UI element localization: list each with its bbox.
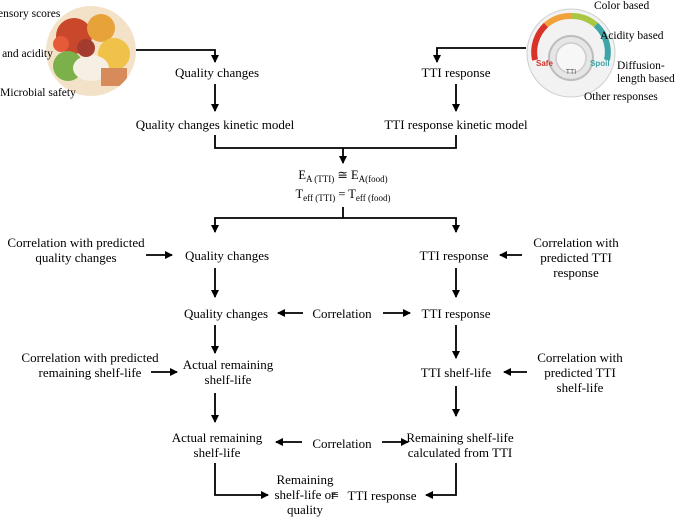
- label-ph-acidity: pH and acidity: [0, 48, 53, 60]
- node-remaining-calc-tti: Remaining shelf-life calculated from TTI: [406, 430, 514, 460]
- node-actual-remaining-1: Actual remaining shelf-life: [182, 357, 274, 387]
- node-tti-response-bottom: TTI response: [347, 488, 417, 503]
- label-correlation-2: Correlation: [312, 436, 372, 451]
- input-corr-pred-tti-shelf: Correlation with predicted TTI shelf-lif…: [537, 350, 623, 395]
- label-microbial-safety: Microbial safety: [0, 87, 76, 99]
- label-diffusion-based: Diffusion-length based: [617, 60, 675, 85]
- node-remaining-or-quality: Remaining shelf-life or quality: [274, 472, 336, 517]
- node-tti-response-2: TTI response: [419, 248, 489, 263]
- label-correlation-1: Correlation: [312, 306, 372, 321]
- input-corr-pred-quality: Correlation with predicted quality chang…: [7, 235, 145, 265]
- node-tti-shelf-life: TTI shelf-life: [420, 365, 492, 380]
- node-quality-changes-top: Quality changes: [174, 65, 260, 80]
- input-corr-pred-tti-response: Correlation with predicted TTI response: [533, 235, 619, 280]
- node-tti-kinetic-model: TTI response kinetic model: [384, 117, 528, 132]
- svg-text:Safe: Safe: [536, 59, 553, 68]
- tti-dial-image: TTI Safe Spoil: [526, 8, 616, 98]
- node-quality-changes-3: Quality changes: [183, 306, 269, 321]
- node-quality-kinetic-model: Quality changes kinetic model: [135, 117, 295, 132]
- input-corr-pred-remaining: Correlation with predicted remaining she…: [21, 350, 159, 380]
- svg-text:TTI: TTI: [566, 69, 577, 76]
- svg-text:Spoil: Spoil: [590, 59, 610, 68]
- food-photo: [46, 6, 136, 96]
- node-quality-changes-2: Quality changes: [184, 248, 270, 263]
- equation-effective-temperature: Teff (TTI) = Teff (food): [295, 187, 391, 203]
- node-tti-response-top: TTI response: [421, 65, 491, 80]
- label-color-based: Color based: [594, 0, 650, 12]
- node-actual-remaining-2: Actual remaining shelf-life: [171, 430, 263, 460]
- equation-activation-energy: EA (TTI) ≅ EA(food): [298, 168, 388, 184]
- label-sensory-scores: Sensory scores: [0, 8, 61, 20]
- node-tti-response-3: TTI response: [421, 306, 491, 321]
- equivalence-symbol: ≡: [331, 488, 339, 503]
- label-other-responses: Other responses: [584, 91, 658, 103]
- label-acidity-based: Acidity based: [600, 30, 664, 42]
